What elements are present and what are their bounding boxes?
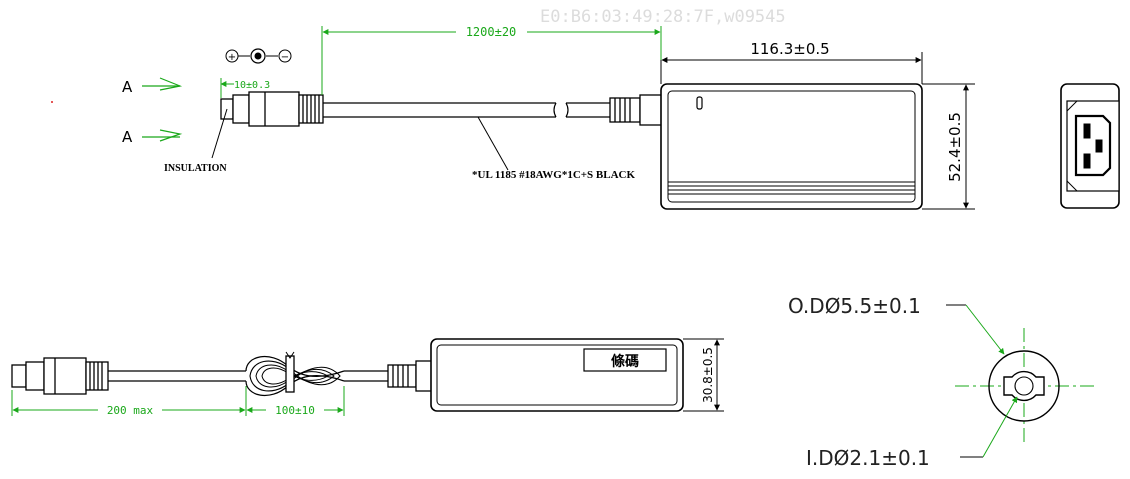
cable-side (108, 370, 388, 382)
cable-length-label: 1200±20 (466, 25, 517, 39)
side-view: 條碼 30.8±0.5 200 max 100±10 (11, 338, 724, 417)
end-view-inlet (1060, 83, 1120, 209)
strain-relief-top (609, 94, 663, 126)
body-height-label: 30.8±0.5 (701, 347, 715, 403)
section-marker-bottom (142, 129, 183, 142)
cable-spec-leader: *UL 1185 #18AWG*1C+S BLACK (472, 116, 635, 181)
coil-length-label: 100±10 (275, 404, 315, 417)
polarity-negative: − (281, 52, 289, 63)
inner-diameter-label: I.DØ2.1±0.1 (806, 446, 930, 470)
plug-dimension: 10±0.3 (220, 78, 270, 98)
insulation-label: INSULATION (164, 163, 227, 174)
body-length-label: 116.3±0.5 (750, 40, 829, 58)
coiled-cable (245, 351, 345, 397)
polarity-symbol: + − (225, 48, 292, 64)
polarity-positive: + (228, 52, 236, 63)
coil-length-dimension: 100±10 (246, 386, 345, 417)
free-length-dimension: 200 max (11, 386, 247, 417)
section-label-a-top: A (122, 78, 133, 96)
adapter-body-top (660, 83, 923, 210)
cable-length-dimension: 1200±20 (321, 25, 662, 95)
dc-plug-side (11, 357, 109, 395)
section-label-a-bottom: A (122, 128, 133, 146)
free-length-label: 200 max (107, 404, 154, 417)
body-width-label: 52.4±0.5 (946, 112, 964, 182)
outer-diameter-label: O.DØ5.5±0.1 (788, 294, 921, 318)
strain-relief-side (387, 360, 433, 392)
body-height-dimension: 30.8±0.5 (683, 338, 724, 412)
insulation-leader: INSULATION (164, 108, 228, 174)
dc-plug-top (220, 91, 324, 127)
plug-length-label: 10±0.3 (234, 80, 270, 91)
cable-spec-label: *UL 1185 #18AWG*1C+S BLACK (472, 169, 635, 181)
stray-mark (51, 101, 53, 103)
plug-detail: O.DØ5.5±0.1 I.DØ2.1±0.1 (788, 294, 1094, 470)
cable-top (323, 102, 610, 118)
body-length-dimension: 116.3±0.5 (660, 40, 923, 84)
section-marker-top (142, 77, 183, 91)
watermark-text: E0:B6:03:49:28:7F,w09545 (540, 7, 786, 27)
adapter-body-side (430, 338, 684, 412)
label-plate-text: 條碼 (611, 353, 639, 370)
top-view: + − A A 10±0.3 (122, 25, 975, 210)
body-width-dimension: 52.4±0.5 (922, 83, 975, 210)
